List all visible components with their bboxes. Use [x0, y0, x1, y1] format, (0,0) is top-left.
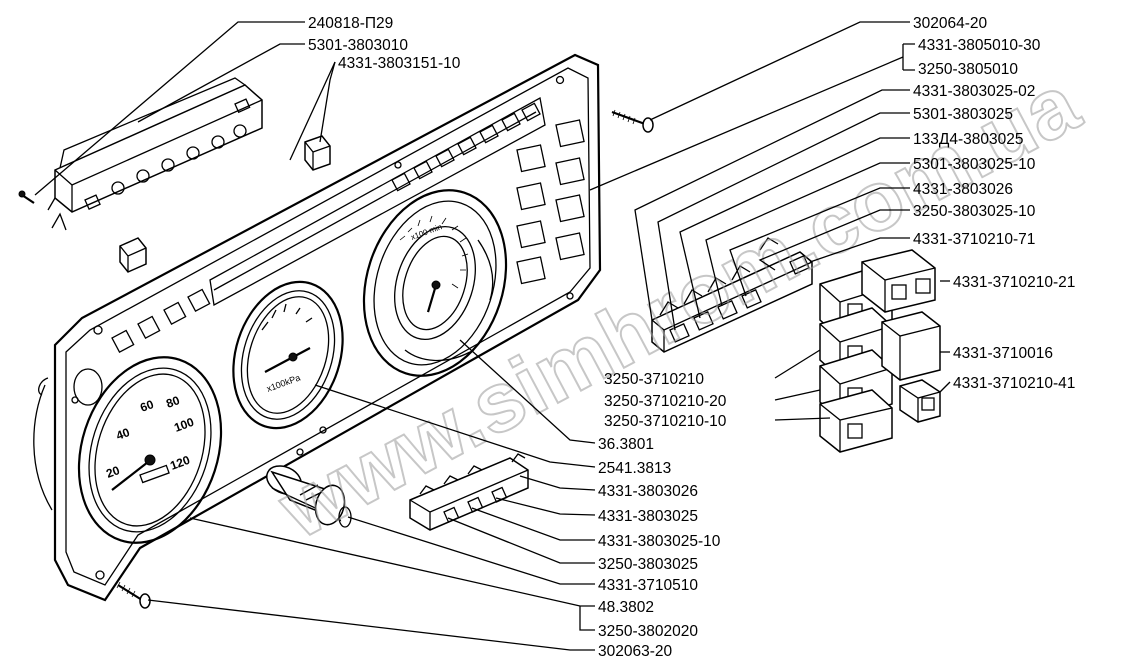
speedo-tick-120: 120 [168, 453, 192, 473]
label-5301-3803010: 5301-3803010 [308, 37, 408, 54]
speedo-tick-60: 60 [138, 397, 156, 415]
label-4331-3803026-top: 4331-3803026 [913, 181, 1013, 198]
rocker-switch-4331-3710210-41 [899, 379, 941, 423]
part-labels: 240818-П29 5301-3803010 4331-3803151-10 … [308, 15, 1075, 660]
screw-302064-20 [611, 109, 654, 133]
speedo-tick-20: 20 [104, 463, 122, 481]
speedo-tick-40: 40 [114, 425, 132, 443]
label-302064-20: 302064-20 [913, 15, 988, 32]
pressure-unit-label: x100kPa [265, 373, 301, 394]
oil-pressure-gauge: x100kPa [232, 280, 344, 430]
rocker-switch-bottom [819, 389, 893, 453]
small-connector-left [119, 237, 147, 273]
relay-4331-3803151-10 [304, 135, 331, 171]
label-4331-3710210-41: 4331-3710210-41 [953, 375, 1075, 392]
label-4331-3710210-71: 4331-3710210-71 [913, 231, 1035, 248]
label-240818-p29: 240818-П29 [308, 15, 393, 32]
label-2541-3813: 2541.3813 [598, 460, 671, 477]
label-4331-3710016: 4331-3710016 [953, 345, 1053, 362]
label-133d4-3803025: 133Д4-3803025 [913, 131, 1023, 148]
label-3250-3803025: 3250-3803025 [598, 556, 698, 573]
label-5301-3803025-10: 5301-3803025-10 [913, 156, 1036, 173]
label-4331-3803025-02: 4331-3803025-02 [913, 83, 1035, 100]
label-4331-3805010-30: 4331-3805010-30 [918, 37, 1041, 54]
label-4331-3803026-bottom: 4331-3803026 [598, 483, 698, 500]
screw-top-left [18, 190, 35, 204]
leader-lines [34, 21, 951, 651]
label-3250-3805010: 3250-3805010 [918, 61, 1018, 78]
rocker-switch-4331-3710016 [881, 311, 941, 381]
label-4331-3803025-10: 4331-3803025-10 [598, 533, 721, 550]
indicator-lamp-strip [391, 102, 541, 192]
label-302063-20: 302063-20 [598, 643, 673, 660]
warning-lamp-block [47, 77, 263, 231]
label-3250-3710210-10: 3250-3710210-10 [604, 413, 727, 430]
screw-302063-20 [116, 581, 151, 609]
label-3250-3803025-10: 3250-3803025-10 [913, 203, 1036, 220]
label-48-3802: 48.3802 [598, 599, 654, 616]
label-4331-3803025: 4331-3803025 [598, 508, 698, 525]
label-3250-3710210-20: 3250-3710210-20 [604, 393, 727, 410]
rocker-switch-4331-3710210-21 [861, 249, 936, 313]
label-3250-3710210: 3250-3710210 [604, 371, 704, 388]
instrument-panel-board [33, 53, 602, 602]
left-switch-cutouts [111, 288, 211, 354]
speedometer-gauge: 20 40 60 80 100 120 [77, 356, 223, 544]
mounting-holes [71, 75, 574, 580]
label-4331-3710510: 4331-3710510 [598, 577, 698, 594]
cigar-lighter-4331-3710510 [266, 465, 352, 528]
label-4331-3710210-21: 4331-3710210-21 [953, 274, 1075, 291]
right-switch-grid [516, 119, 585, 285]
label-36-3801: 36.3801 [598, 436, 654, 453]
label-5301-3803025: 5301-3803025 [913, 106, 1013, 123]
label-4331-3803151-10: 4331-3803151-10 [338, 55, 461, 72]
label-3250-3802020: 3250-3802020 [598, 623, 698, 640]
switch-panel-right [651, 237, 813, 353]
speedo-tick-80: 80 [164, 393, 182, 411]
tacho-unit-label: x100 min [410, 222, 444, 242]
speedo-tick-100: 100 [172, 415, 196, 435]
